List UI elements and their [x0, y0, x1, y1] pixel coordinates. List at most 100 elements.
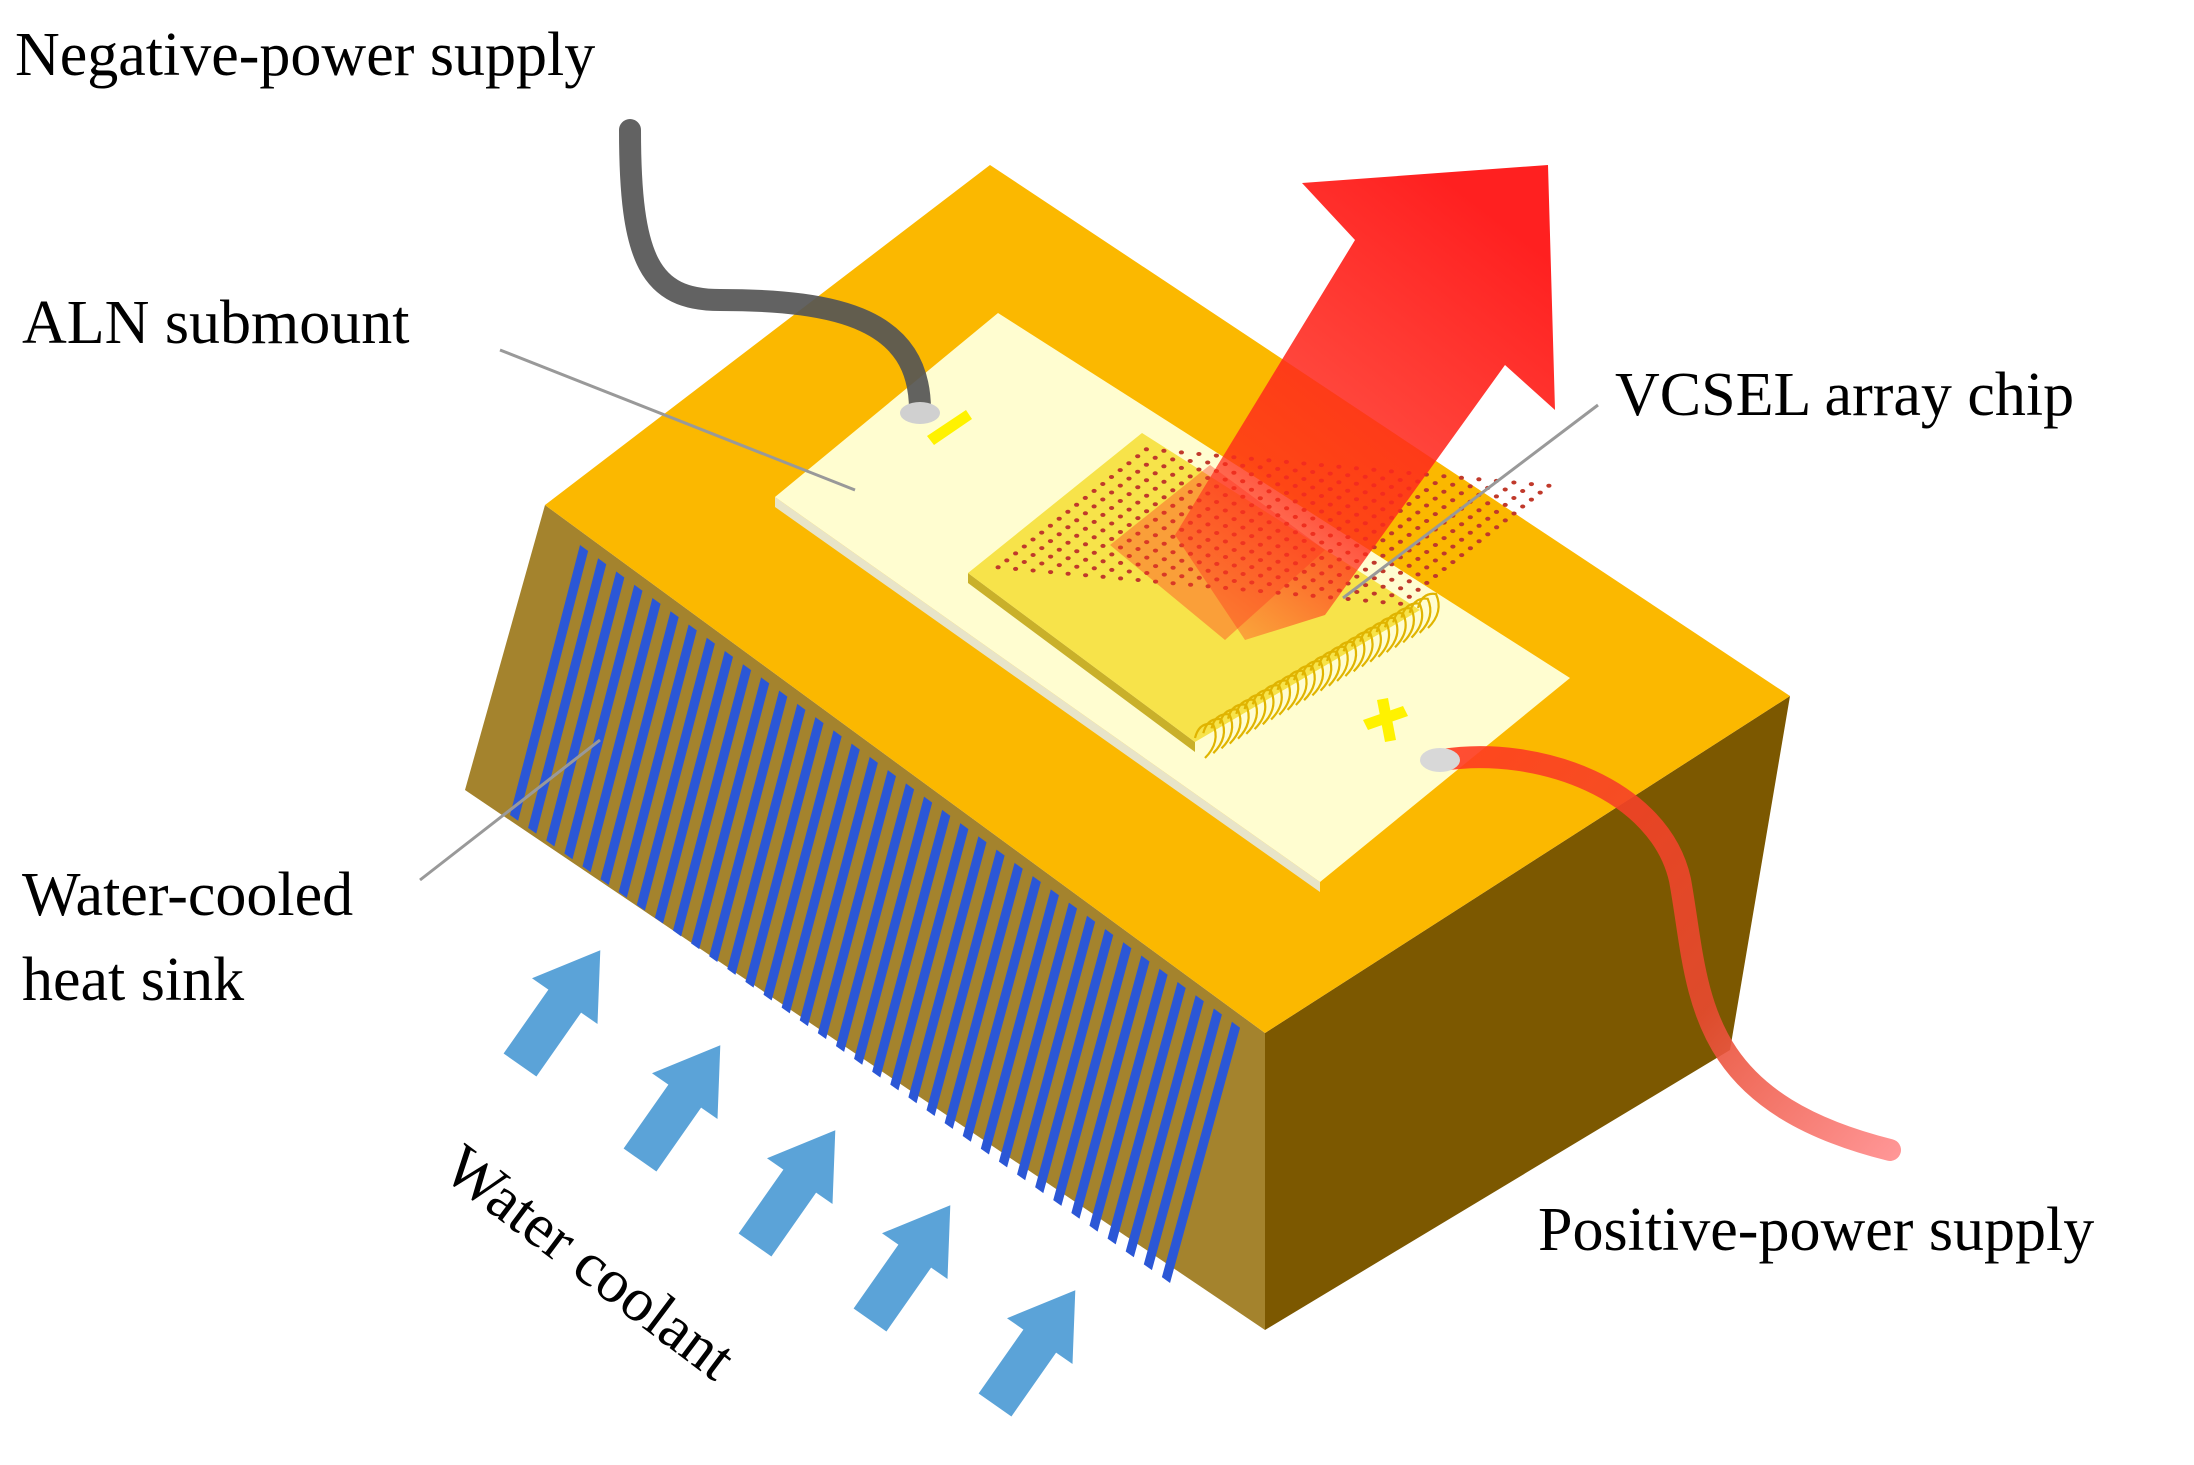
emitter: [1520, 504, 1526, 509]
emitter: [1118, 560, 1124, 565]
emitter: [1485, 532, 1491, 537]
emitter: [1013, 566, 1019, 571]
emitter: [1126, 476, 1132, 481]
coolant-channel: [763, 730, 842, 1001]
emitter: [1362, 567, 1369, 572]
emitter: [1450, 498, 1456, 503]
emitter: [1109, 490, 1115, 495]
leader-vcsel: [1342, 403, 1599, 600]
emitter: [1450, 529, 1456, 534]
emitter: [1450, 544, 1456, 549]
emitter: [1397, 524, 1403, 529]
emitter: [1118, 576, 1124, 581]
laser-output: [1110, 165, 1555, 640]
coolant-channel: [691, 677, 770, 950]
emitter: [1179, 558, 1185, 563]
emitter: [1152, 502, 1158, 507]
emitter: [1065, 540, 1071, 545]
emitter: [1039, 561, 1045, 566]
emitter: [1074, 564, 1080, 569]
emitter: [1109, 567, 1115, 572]
emitter: [1126, 523, 1132, 527]
coolant-channel: [745, 717, 824, 988]
emitter: [1170, 519, 1176, 524]
emitter: [1363, 598, 1369, 603]
emitter: [1450, 560, 1456, 565]
emitter: [1432, 512, 1438, 517]
emitter: [1170, 534, 1176, 539]
emitter: [1126, 492, 1132, 497]
emitter: [1152, 517, 1158, 522]
emitter: [1476, 508, 1482, 513]
emitter: [1091, 504, 1097, 509]
emitter: [1424, 565, 1430, 570]
emitter: [1188, 582, 1194, 587]
emitter: [1152, 533, 1158, 538]
emitter: [1196, 467, 1202, 472]
emitter: [1441, 489, 1447, 494]
emitter: [1205, 460, 1211, 465]
coolant-channel: [1071, 955, 1150, 1219]
emitter: [1152, 455, 1158, 460]
emitter: [1135, 485, 1141, 490]
emitter: [1161, 557, 1167, 562]
emitter: [1013, 551, 1019, 556]
leader-heat-sink: [419, 738, 601, 882]
emitter: [1415, 526, 1421, 530]
coolant-channel: [781, 743, 860, 1014]
emitter: [1354, 574, 1360, 579]
emitter: [1091, 488, 1097, 493]
emitter: [1065, 556, 1071, 561]
emitter: [1135, 500, 1141, 505]
emitter: [1406, 563, 1412, 568]
emitter: [1083, 557, 1089, 562]
blue-arrow-icon: [623, 1045, 721, 1172]
emitter: [1117, 514, 1123, 519]
emitter: [1100, 497, 1106, 502]
coolant-channel: [672, 664, 752, 937]
emitter: [1082, 526, 1088, 531]
emitter: [1205, 476, 1211, 480]
emitter: [1065, 509, 1071, 514]
emitter: [1511, 496, 1517, 500]
emitter: [1476, 523, 1482, 528]
emitter: [1406, 594, 1412, 599]
emitter: [1056, 532, 1062, 537]
submount-edge: [775, 497, 1320, 892]
emitter: [1126, 507, 1132, 512]
blue-arrow-icon: [978, 1290, 1076, 1417]
emitter: [1100, 543, 1106, 548]
emitter: [1021, 544, 1027, 549]
label-heat-sink-2: heat sink: [22, 946, 244, 1014]
negative-mark: [927, 410, 972, 445]
emitter: [1056, 516, 1062, 521]
emitter: [1135, 454, 1141, 459]
label-water-coolant: Water coolant: [432, 1132, 748, 1394]
emitter: [1082, 495, 1088, 500]
coolant-channel: [727, 703, 806, 975]
coolant-channel: [799, 756, 878, 1027]
negative-contact-pad: [900, 402, 940, 424]
emitter: [1502, 518, 1508, 523]
coolant-channel: [854, 796, 933, 1065]
emitter: [1074, 518, 1080, 523]
coolant-channel: [926, 849, 1005, 1117]
emitter: [1117, 545, 1124, 550]
emitter: [1432, 496, 1438, 501]
emitter: [1179, 574, 1185, 579]
emitter: [1161, 495, 1167, 500]
coolant-channel: [600, 611, 679, 885]
emitter: [1415, 495, 1421, 499]
label-negative-supply: Negative-power supply: [15, 21, 595, 89]
emitter: [1039, 546, 1045, 551]
emitter: [1528, 497, 1534, 502]
emitter: [1170, 457, 1176, 462]
label-heat-sink-1: Water-cooled: [22, 861, 353, 929]
emitter: [1048, 554, 1054, 559]
emitter: [1441, 505, 1447, 510]
emitter: [1424, 550, 1430, 554]
emitter: [1083, 573, 1089, 578]
emitter: [1082, 511, 1088, 516]
emitter: [1144, 493, 1150, 498]
emitter: [1398, 586, 1404, 591]
